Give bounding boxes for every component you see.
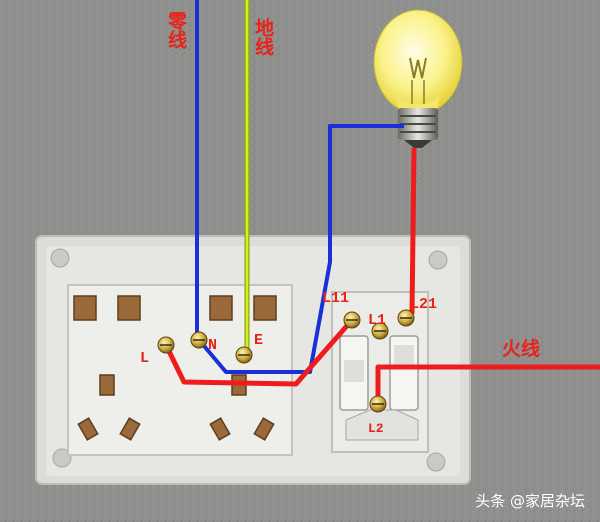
light-bulb-icon xyxy=(373,9,463,148)
switch-l11-label: L11 xyxy=(322,290,349,307)
mount-hole-top-left xyxy=(50,248,70,268)
neutral-wire xyxy=(195,0,404,374)
socket-blades xyxy=(73,295,277,441)
mount-hole-top-right xyxy=(428,250,448,270)
neutral-wire-label: 零线 xyxy=(165,11,188,49)
mount-hole-bottom-left xyxy=(52,448,72,468)
socket-e-label: E xyxy=(254,332,263,349)
watermark: 头条 @家居杂坛 xyxy=(475,492,585,510)
switch-l1-label: L1 xyxy=(368,312,386,329)
ground-wire-label: 地线 xyxy=(252,17,274,56)
switch-l2-label: L2 xyxy=(368,421,384,436)
live-wire-label: 火线 xyxy=(502,337,540,360)
socket-l-label: L xyxy=(140,350,149,367)
mount-hole-bottom-right xyxy=(426,452,446,472)
switch-l21-label: L21 xyxy=(410,296,437,313)
socket-n-label: N xyxy=(208,337,217,354)
live-wire xyxy=(163,147,600,404)
